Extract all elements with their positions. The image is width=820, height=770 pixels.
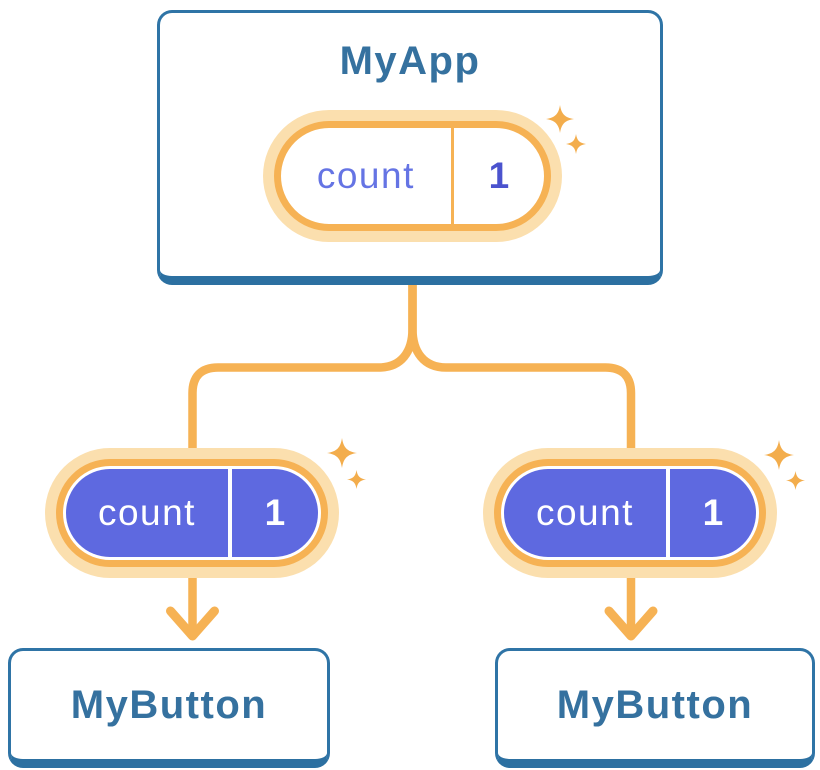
component-title-mybutton: MyButton [556, 682, 754, 727]
prop-pill-ring: count 1 [494, 459, 766, 567]
sparkle-large-icon [546, 105, 574, 133]
sparkle-small-icon [347, 470, 366, 489]
state-pill-myapp: count 1 [263, 110, 562, 242]
prop-value: 1 [669, 469, 756, 557]
prop-pill-left: count 1 [45, 448, 339, 578]
component-card-mybutton-right: MyButton [495, 648, 815, 768]
component-title-mybutton: MyButton [70, 682, 268, 727]
prop-pill-right: count 1 [483, 448, 777, 578]
prop-name: count [66, 469, 228, 557]
arrow-down-left-icon [166, 606, 219, 641]
prop-pill-ring: count 1 [56, 459, 328, 567]
component-title-myapp: MyApp [339, 39, 481, 83]
sparkle-large-icon [327, 438, 357, 468]
state-name: count [316, 155, 415, 196]
sparkle-small-icon [566, 134, 586, 154]
arrow-down-right-icon [604, 606, 658, 641]
state-pill-ring: count 1 [274, 121, 551, 231]
sparkle-large-icon [764, 440, 794, 470]
component-card-mybutton-left: MyButton [8, 648, 330, 768]
state-value: 1 [450, 128, 544, 224]
branch-right-line [408, 278, 636, 639]
sparkle-small-icon [786, 471, 805, 490]
prop-name: count [504, 469, 666, 557]
prop-value: 1 [231, 469, 318, 557]
